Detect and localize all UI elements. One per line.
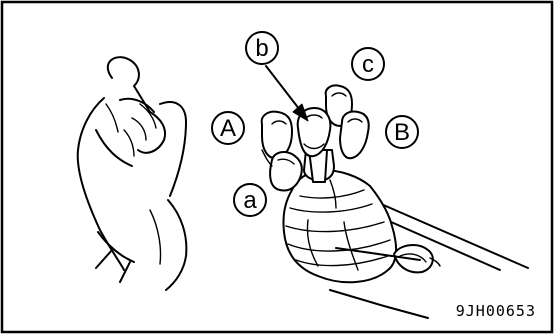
label-c-circle: c bbox=[352, 48, 384, 80]
label-A: A bbox=[220, 115, 236, 142]
label-B: B bbox=[394, 119, 410, 146]
label-c: c bbox=[362, 51, 374, 78]
label-B-circle: B bbox=[386, 116, 418, 148]
figure-code: 9JH00653 bbox=[456, 302, 536, 320]
label-b: b bbox=[255, 35, 268, 62]
left-hand-drawing bbox=[78, 57, 187, 290]
label-A-circle: A bbox=[212, 112, 244, 144]
lever-boot bbox=[283, 170, 528, 318]
label-b-circle: b bbox=[246, 32, 278, 64]
label-a: a bbox=[243, 187, 257, 214]
label-a-circle: a bbox=[234, 184, 266, 216]
